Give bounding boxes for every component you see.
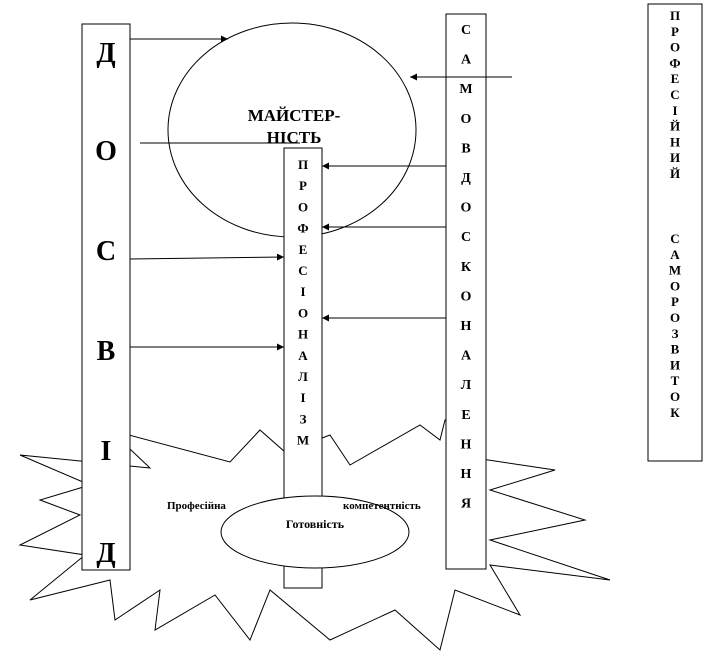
competence-left-label: Професійна	[167, 500, 226, 512]
self-improvement-letter: Я	[461, 497, 471, 512]
self-improvement-letter: С	[461, 23, 471, 38]
professionalism-letter: А	[298, 348, 308, 363]
self-development-letter: Ф	[669, 55, 680, 70]
professionalism-letter: Н	[298, 327, 308, 342]
self-improvement-column	[445, 13, 487, 570]
professionalism-letter: Р	[299, 178, 307, 193]
self-improvement-letter: Н	[461, 319, 472, 334]
self-development-letter: П	[670, 8, 680, 23]
professionalism-letter: П	[298, 157, 308, 172]
professionalism-letter: М	[297, 433, 309, 448]
self-improvement-letter: К	[461, 260, 472, 275]
self-improvement-letter: А	[461, 53, 472, 68]
self-development-letter: О	[670, 278, 680, 293]
professionalism-letter: І	[300, 390, 305, 405]
self-development-letter: О	[670, 310, 680, 325]
self-improvement-letter: А	[461, 349, 472, 364]
mastery-label-line1: МАЙСТЕР-	[248, 106, 341, 125]
self-development-letter: Е	[671, 71, 680, 86]
self-improvement-letter: О	[461, 289, 472, 304]
experience-column-letter: О	[95, 136, 117, 167]
self-development-letter: И	[670, 357, 680, 372]
experience-column-letter: С	[96, 236, 116, 267]
self-development-letter: О	[670, 389, 680, 404]
self-development-column	[647, 3, 703, 462]
mastery-label-line2: НІСТЬ	[267, 128, 322, 147]
professionalism-letter: І	[300, 284, 305, 299]
professionalism-letter: З	[300, 411, 307, 426]
self-development-letter: Й	[670, 166, 680, 181]
professionalism-letter: О	[298, 305, 308, 320]
self-development-letter: А	[670, 247, 680, 262]
self-development-letter: Р	[671, 294, 679, 309]
self-development-letter: С	[670, 87, 679, 102]
self-development-letter: Т	[671, 373, 680, 388]
experience-column	[81, 23, 131, 571]
self-development-letter: К	[670, 405, 680, 420]
arrow-experience-to-professionalism	[129, 253, 285, 261]
self-development-letter: Й	[670, 119, 680, 134]
experience-column-letter: В	[97, 336, 116, 367]
self-improvement-letter: В	[461, 141, 470, 156]
self-improvement-letter: Л	[461, 378, 472, 393]
professionalism-letter: С	[298, 263, 307, 278]
professionalism-letter: Ф	[297, 221, 308, 236]
self-development-letter: В	[671, 342, 680, 357]
self-development-letter: И	[670, 150, 680, 165]
self-improvement-letter: О	[461, 201, 472, 216]
self-improvement-letter: О	[461, 112, 472, 127]
self-improvement-letter: Н	[461, 437, 472, 452]
self-development-letter: З	[672, 326, 679, 341]
self-development-letter: О	[670, 40, 680, 55]
self-development-letter: Н	[670, 134, 680, 149]
professionalism-letter: Е	[299, 242, 308, 257]
self-improvement-letter: Д	[461, 171, 471, 186]
self-development-letter: М	[669, 263, 681, 278]
self-development-letter: Р	[671, 24, 679, 39]
self-improvement-letter: С	[461, 230, 471, 245]
competence-right-label: компетентність	[343, 500, 421, 512]
readiness-oval	[220, 495, 410, 569]
self-improvement-letter: М	[459, 82, 472, 97]
self-improvement-letter: Е	[461, 408, 470, 423]
experience-column-letter: І	[101, 436, 112, 467]
experience-column-letter: Д	[96, 38, 115, 69]
readiness-label: Готовність	[286, 517, 345, 531]
self-development-letter: С	[670, 231, 679, 246]
self-development-letter: І	[672, 103, 677, 118]
experience-column-letter: Д	[96, 538, 115, 569]
professionalism-letter: О	[298, 199, 308, 214]
self-improvement-letter: Н	[461, 467, 472, 482]
professionalism-letter: Л	[298, 369, 308, 384]
